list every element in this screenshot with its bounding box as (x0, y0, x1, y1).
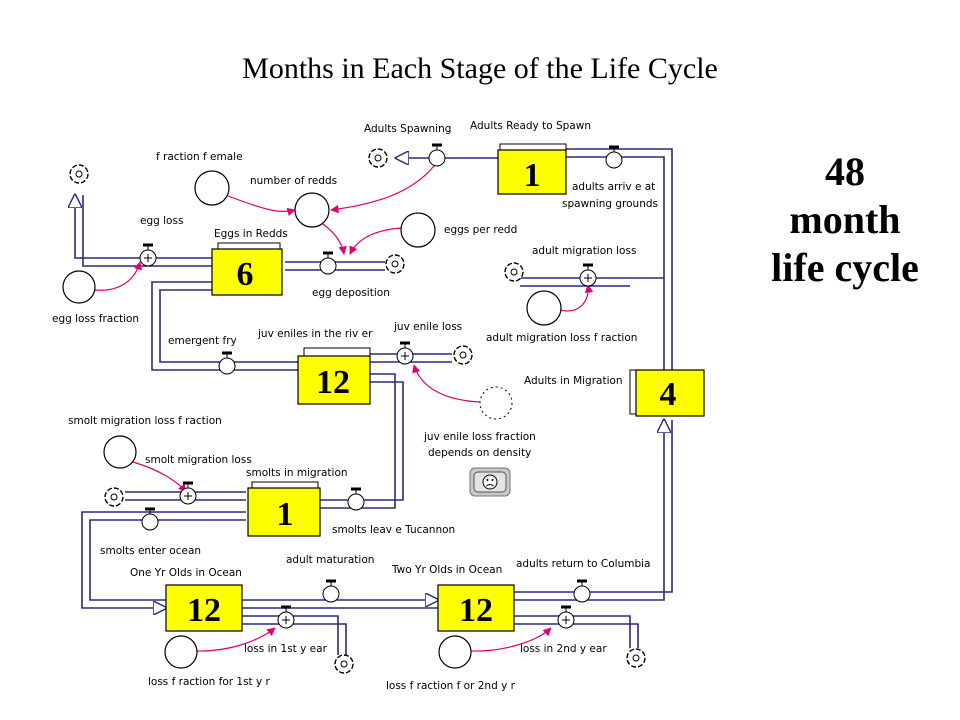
valve-loss-1st-year (277, 605, 295, 629)
label-note-line1: juv enile loss fraction (423, 431, 536, 443)
label-smolts-in-migration: smolts in migration (246, 467, 348, 479)
valve-adults-arrive (605, 145, 623, 169)
valve-emergent-fry (218, 351, 236, 375)
label-eggs-per-redd: eggs per redd (444, 224, 517, 236)
label-eggs-in-redds: Eggs in Redds (214, 228, 288, 240)
aux-egg-loss-fraction (62, 270, 96, 304)
stock-adults-ready-months: 1 (524, 157, 541, 194)
aux-smolt-migration-loss-fraction (103, 435, 137, 469)
diagram-labels: Adults Spawning Adults Ready to Spawn ad… (52, 120, 658, 692)
aux-fraction-female (194, 170, 230, 206)
summary-month-word: month (789, 197, 901, 242)
stock-one-yr-olds: 12 (165, 584, 243, 632)
summary-months-number: 48 (825, 149, 865, 194)
aux-juvenile-loss-fraction (479, 386, 513, 420)
auxiliary-circles (62, 170, 562, 669)
valve-adult-maturation (322, 579, 340, 603)
stock-adults-migration-months: 4 (660, 376, 677, 413)
valve-loss-2nd-year (557, 605, 575, 629)
diagram-title: Months in Each Stage of the Life Cycle (242, 52, 718, 85)
cloud-icon (368, 148, 388, 168)
aux-adult-migration-loss-fraction (526, 290, 562, 326)
label-smolt-migration-loss: smolt migration loss (145, 454, 252, 466)
label-adults-spawning: Adults Spawning (364, 123, 451, 135)
stock-smolts-months: 1 (277, 496, 294, 533)
label-emergent-fry: emergent fry (168, 335, 237, 347)
label-loss-2nd-year: loss in 2nd y ear (520, 643, 607, 655)
label-fraction-female: f raction f emale (156, 151, 243, 163)
cloud-icon (453, 345, 473, 365)
label-juvenile-loss: juv enile loss (393, 321, 462, 333)
flow-valves (139, 143, 623, 629)
valve-juvenile-loss (396, 341, 414, 365)
life-cycle-summary: 48 month life cycle (740, 148, 950, 292)
stock-adults-ready-to-spawn: 1 (497, 143, 567, 195)
cloud-icon (104, 487, 124, 507)
valve-smolts-enter-ocean (141, 507, 159, 531)
aux-loss-fraction-1st (164, 635, 198, 669)
connectors (94, 165, 594, 652)
stock-smolts-in-migration: 1 (247, 481, 321, 537)
label-adults-arrive-2: spawning grounds (562, 198, 658, 210)
aux-loss-fraction-2nd (438, 635, 472, 669)
valve-adult-migration-loss (579, 263, 597, 287)
stock-juveniles-months: 12 (316, 364, 350, 401)
label-egg-loss-fraction: egg loss fraction (52, 313, 139, 325)
valve-adults-spawning (428, 143, 446, 167)
stock-adults-in-migration: 4 (629, 369, 705, 417)
summary-life-cycle: life cycle (771, 245, 919, 290)
stocks: 1 6 12 4 1 12 12 (165, 143, 705, 632)
cloud-icon (69, 164, 89, 184)
cloud-icon (626, 648, 646, 668)
label-loss-fraction-1st: loss f raction for 1st y r (148, 676, 271, 688)
label-adults-ready: Adults Ready to Spawn (470, 120, 591, 132)
label-adults-arrive: adults arriv e at (572, 181, 655, 193)
label-loss-fraction-2nd: loss f raction f or 2nd y r (386, 680, 516, 692)
label-loss-1st-year: loss in 1st y ear (244, 643, 328, 655)
frown-face-icon (482, 474, 498, 490)
stock-one-yr-months: 12 (187, 592, 221, 629)
aux-eggs-per-redd (400, 212, 436, 248)
label-adults-return: adults return to Columbia (516, 558, 651, 570)
aux-number-of-redds (294, 192, 330, 228)
stock-juveniles-in-river: 12 (297, 347, 371, 405)
valve-smolts-leave (347, 487, 365, 511)
valve-adults-return (573, 579, 591, 603)
stock-eggs-months: 6 (237, 256, 254, 293)
label-juveniles: juv eniles in the riv er (257, 328, 373, 340)
label-adult-migration-loss: adult migration loss (532, 245, 636, 257)
cloud-icon (504, 262, 524, 282)
cloud-icons (69, 148, 646, 674)
density-note-button[interactable] (469, 467, 511, 497)
stock-eggs-in-redds: 6 (211, 242, 283, 296)
cloud-icon (334, 654, 354, 674)
stock-two-yr-olds: 12 (437, 584, 515, 632)
label-adults-in-migration: Adults in Migration (524, 375, 623, 387)
flow-pipes (75, 148, 673, 655)
label-egg-loss: egg loss (140, 215, 183, 227)
label-adult-maturation: adult maturation (286, 554, 374, 566)
label-egg-deposition: egg deposition (312, 287, 390, 299)
stock-two-yr-months: 12 (459, 592, 493, 629)
valve-smolt-migration-loss (179, 481, 197, 505)
label-note-line2: depends on density (428, 447, 531, 459)
valve-egg-loss (139, 243, 157, 267)
label-smolt-migration-loss-fraction: smolt migration loss f raction (68, 415, 222, 427)
label-one-yr-olds: One Yr Olds in Ocean (130, 567, 242, 579)
label-number-of-redds: number of redds (250, 175, 337, 187)
valve-egg-deposition (319, 251, 337, 275)
label-smolts-enter-ocean: smolts enter ocean (100, 545, 201, 557)
cloud-icon (385, 254, 405, 274)
label-two-yr-olds: Two Yr Olds in Ocean (391, 564, 502, 576)
label-smolts-leave: smolts leav e Tucannon (332, 524, 455, 536)
label-adult-migration-loss-fraction: adult migration loss f raction (486, 332, 637, 344)
